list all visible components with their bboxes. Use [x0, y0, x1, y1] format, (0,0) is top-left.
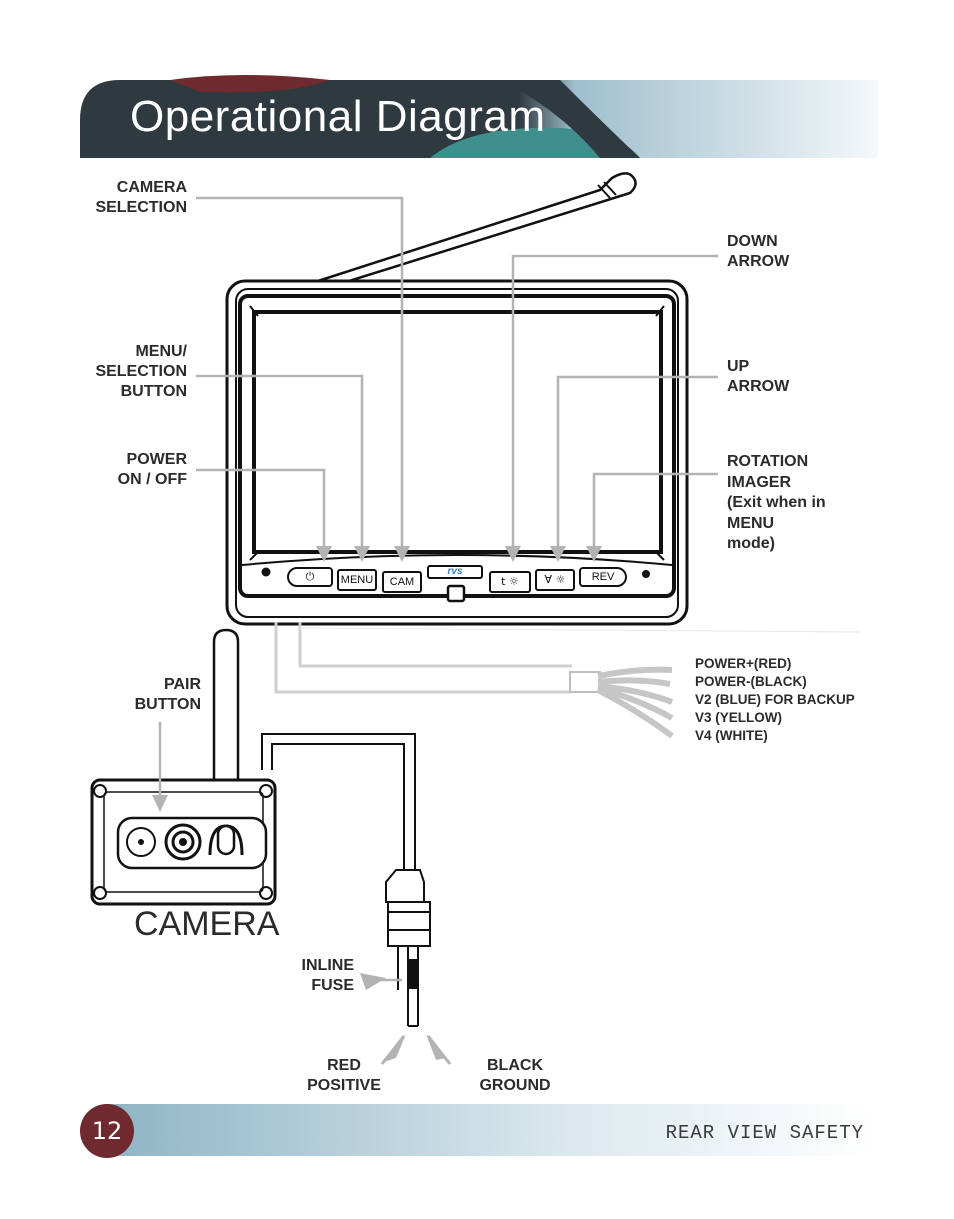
wire-label-v4-white: V4 (WHITE): [695, 728, 768, 743]
footer-brand: REAR VIEW SAFETY: [665, 1122, 864, 1144]
down-arrow-button[interactable]: t ☼: [489, 571, 531, 593]
menu-button[interactable]: MENU: [337, 569, 377, 591]
camera-cable: [261, 733, 431, 1027]
camera-title: CAMERA: [134, 905, 280, 943]
wire-label-power-black: POWER-(BLACK): [695, 674, 807, 689]
up-arrow-button[interactable]: Ɐ ☼: [535, 569, 575, 591]
label-power: POWER ON / OFF: [117, 451, 187, 488]
callout-arrowheads: [152, 546, 602, 1065]
page-number: 12: [80, 1104, 134, 1158]
monitor-button-bar: ⏻ MENU CAM rvs t ☼ Ɐ ☼ REV: [287, 565, 627, 593]
rvs-logo-text: rvs: [447, 566, 463, 577]
footer-band: [105, 1104, 875, 1156]
page-title: Operational Diagram: [130, 92, 546, 141]
label-up-arrow: UP ARROW: [727, 358, 790, 395]
callout-lines: [158, 196, 718, 800]
camera-unit: [90, 628, 277, 906]
power-button[interactable]: ⏻: [287, 567, 333, 587]
header-band: [80, 75, 878, 158]
monitor: [225, 172, 689, 626]
label-menu-selection: MENU/ SELECTION BUTTON: [95, 343, 187, 400]
label-pair-button: PAIR BUTTON: [134, 676, 201, 713]
label-black-ground: BLACK GROUND: [479, 1057, 551, 1094]
menu-button-label: MENU: [340, 574, 374, 586]
wire-label-v3-yellow: V3 (YELLOW): [695, 710, 782, 725]
brightness-up-icon: Ɐ ☼: [544, 573, 566, 586]
monitor-antenna: [314, 172, 637, 289]
wire-label-power-red: POWER+(RED): [695, 656, 792, 671]
wire-label-v2-blue: V2 (BLUE) FOR BACKUP: [695, 692, 855, 707]
label-red-positive: RED POSITIVE: [307, 1057, 381, 1094]
monitor-led-left: [261, 567, 271, 577]
power-icon: ⏻: [305, 570, 315, 583]
cam-button-label: CAM: [389, 576, 415, 588]
monitor-led-right: [642, 570, 650, 578]
label-rotation-imager: ROTATION IMAGER (Exit when in MENU mode): [727, 453, 826, 552]
brightness-down-icon: t ☼: [501, 575, 519, 588]
rev-button[interactable]: REV: [579, 567, 627, 587]
monitor-wire-harness: [274, 622, 861, 739]
monitor-logo: rvs: [427, 565, 483, 579]
label-camera-selection: CAMERA SELECTION: [95, 179, 187, 216]
label-down-arrow: DOWN ARROW: [727, 233, 790, 270]
label-inline-fuse: INLINE FUSE: [301, 957, 354, 994]
cam-button[interactable]: CAM: [382, 571, 422, 593]
rev-button-label: REV: [591, 571, 615, 583]
